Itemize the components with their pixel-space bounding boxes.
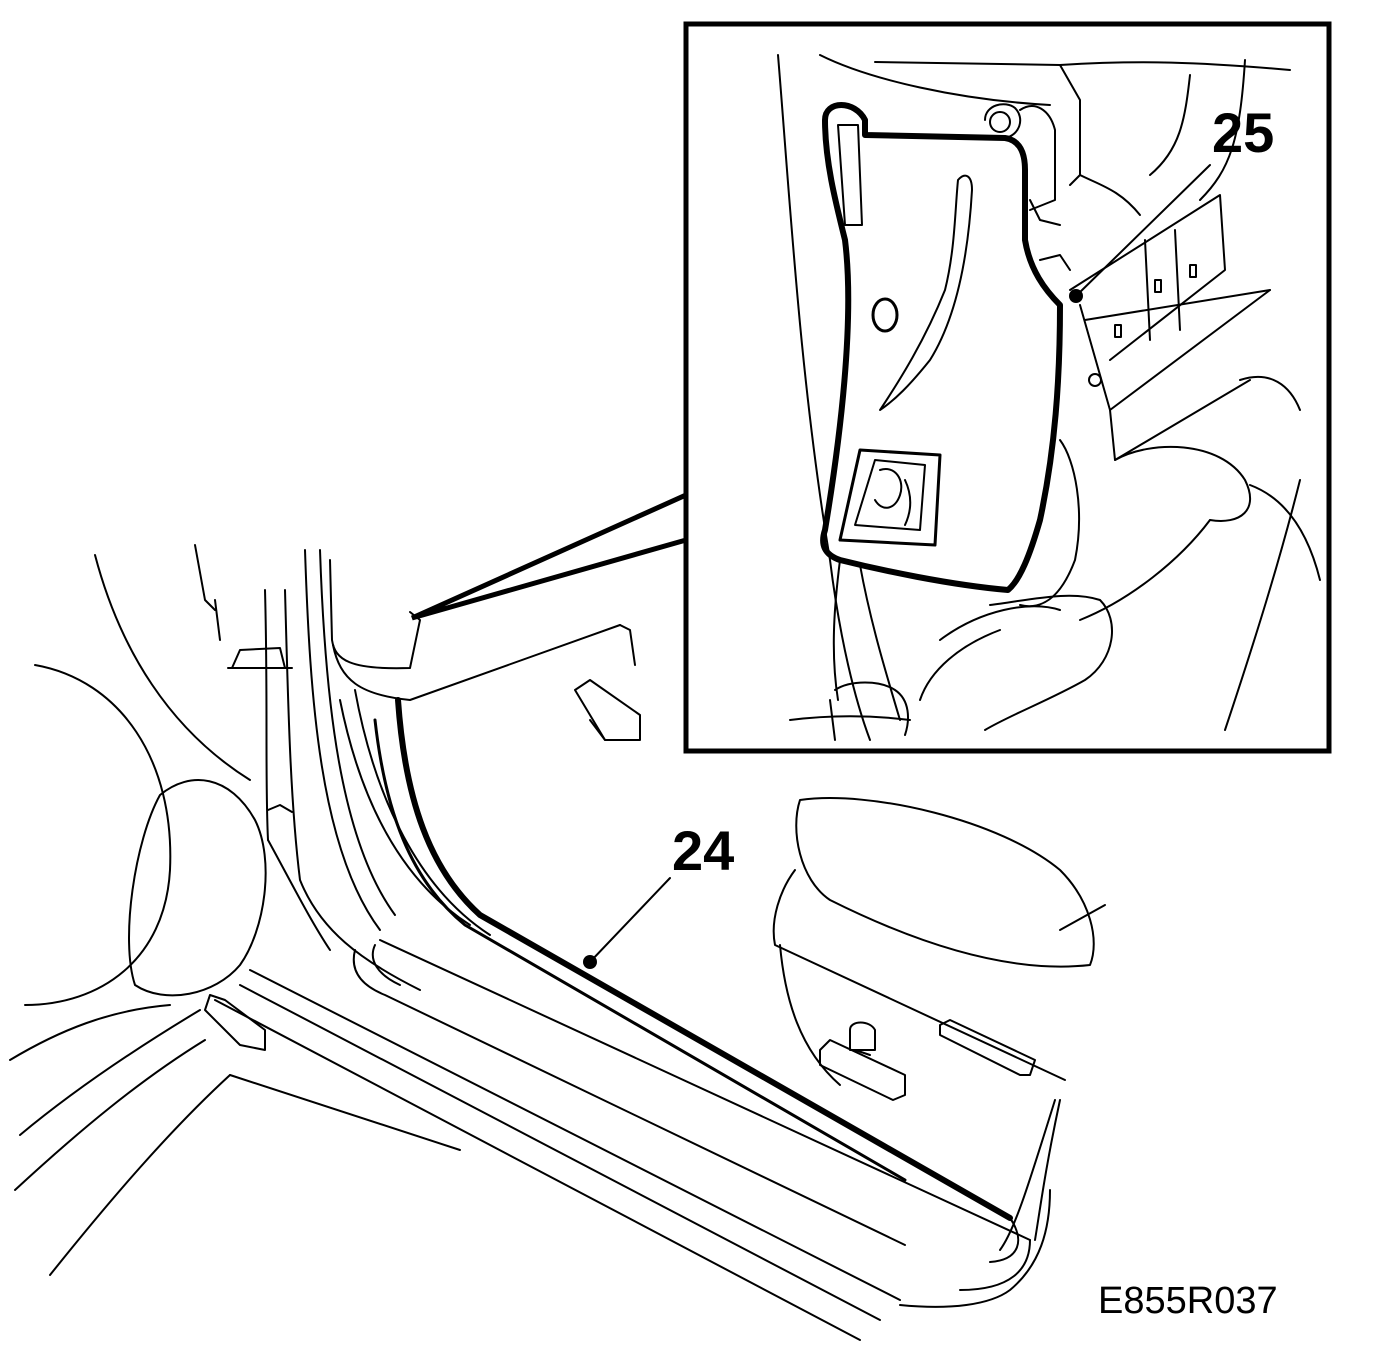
detail-pointer [410,491,689,621]
inset-drawing [777,54,1321,741]
callout-25-label: 25 [1212,101,1274,164]
callout-25-dot [1069,289,1083,303]
door-frame [329,559,636,936]
callout-24: 24 [583,819,734,969]
sill-weatherstrip [373,697,1013,1221]
door-sill [204,939,1051,1341]
front-seat [772,797,1106,1251]
detail-inset: 25 [683,21,1332,754]
pillar-clip [574,679,641,741]
floor-lines [9,1004,461,1276]
callout-24-label: 24 [672,819,734,882]
callout-25: 25 [1069,101,1274,303]
main-view: 24 [9,544,1106,1341]
wheel-arch [24,544,267,1006]
callout-24-dot [583,955,597,969]
a-pillar [227,549,421,991]
inset-frame [683,21,1332,754]
figure-reference: E855R037 [1098,1280,1278,1322]
